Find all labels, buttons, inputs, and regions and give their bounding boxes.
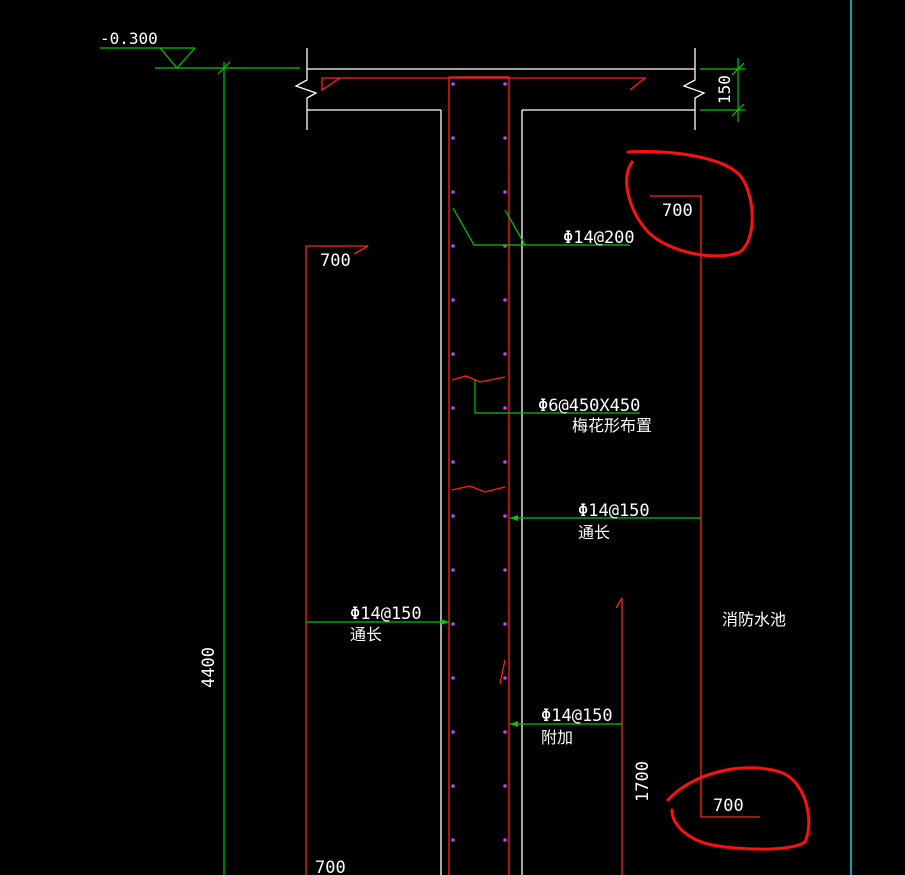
rebar-dot	[451, 352, 455, 356]
tie-bar-1	[451, 375, 506, 383]
rebar-dot	[503, 190, 507, 194]
rebar-dot	[503, 676, 507, 680]
rebar-dot	[503, 298, 507, 302]
markup-circle-top	[625, 150, 754, 258]
rebar-dot	[451, 514, 455, 518]
rebar-dots	[451, 82, 507, 842]
rebar-dot	[503, 136, 507, 140]
rebar-dot	[451, 406, 455, 410]
rebar-dot	[503, 568, 507, 572]
callout-distribution-spec: Φ14@200	[563, 228, 635, 248]
rebar-dot	[503, 514, 507, 518]
concrete-outline	[294, 48, 706, 875]
anchorage-label-top-right: 700	[662, 201, 693, 221]
rebar-dot	[451, 676, 455, 680]
rebar-dot	[451, 190, 455, 194]
leader-arrows	[441, 515, 518, 727]
callout-additional-spec: Φ14@150	[541, 706, 613, 726]
rebar-dot	[451, 784, 455, 788]
anchorage-label-top-left: 700	[320, 251, 351, 271]
rebar-dot	[503, 82, 507, 86]
tie-bar-2	[451, 485, 506, 493]
markup-circle-bottom	[666, 766, 811, 851]
callout-outer-through-note: 通长	[350, 625, 382, 644]
slab-thickness-label: 150	[715, 75, 734, 104]
callout-tie-note: 梅花形布置	[572, 416, 652, 435]
right-inner-bar	[650, 195, 760, 818]
rebar-dot	[503, 784, 507, 788]
rebar-dot	[503, 406, 507, 410]
slab-top-bar	[321, 77, 647, 92]
rebar-dot	[451, 460, 455, 464]
rebar-dot	[503, 622, 507, 626]
wall-height-dimension: 4400	[199, 61, 231, 875]
rebar-dot	[503, 838, 507, 842]
anchorage-label-bottom-right: 700	[713, 796, 744, 816]
callout-inner-through-note: 通长	[578, 523, 610, 542]
callout-outer-through-spec: Φ14@150	[350, 604, 422, 624]
elevation-label: -0.300	[100, 29, 158, 48]
anchorage-label-bottom-left: 700	[315, 858, 346, 875]
callout-inner-through-spec: Φ14@150	[578, 501, 650, 521]
rebar-dot	[503, 730, 507, 734]
rebar-dot	[503, 352, 507, 356]
rebar-dot	[451, 136, 455, 140]
rebar-dot	[451, 244, 455, 248]
rebar-dot	[451, 82, 455, 86]
additional-length-label: 1700	[633, 761, 653, 802]
wall-height-label: 4400	[199, 647, 219, 688]
rebar-dot	[451, 622, 455, 626]
callout-tie-spec: Φ6@450X450	[538, 396, 640, 416]
elevation-marker: -0.300	[100, 29, 300, 69]
rebar-dot	[451, 838, 455, 842]
slab-thickness-dimension	[700, 58, 745, 122]
rebar-dot	[451, 568, 455, 572]
rebar-dot	[451, 298, 455, 302]
space-label: 消防水池	[722, 610, 786, 629]
rebar-dot	[451, 730, 455, 734]
rebar-dot	[503, 460, 507, 464]
left-outer-bar	[305, 245, 368, 875]
callout-additional-note: 附加	[541, 728, 573, 747]
rebar-lines	[305, 76, 760, 875]
callout-leaders	[306, 207, 701, 725]
